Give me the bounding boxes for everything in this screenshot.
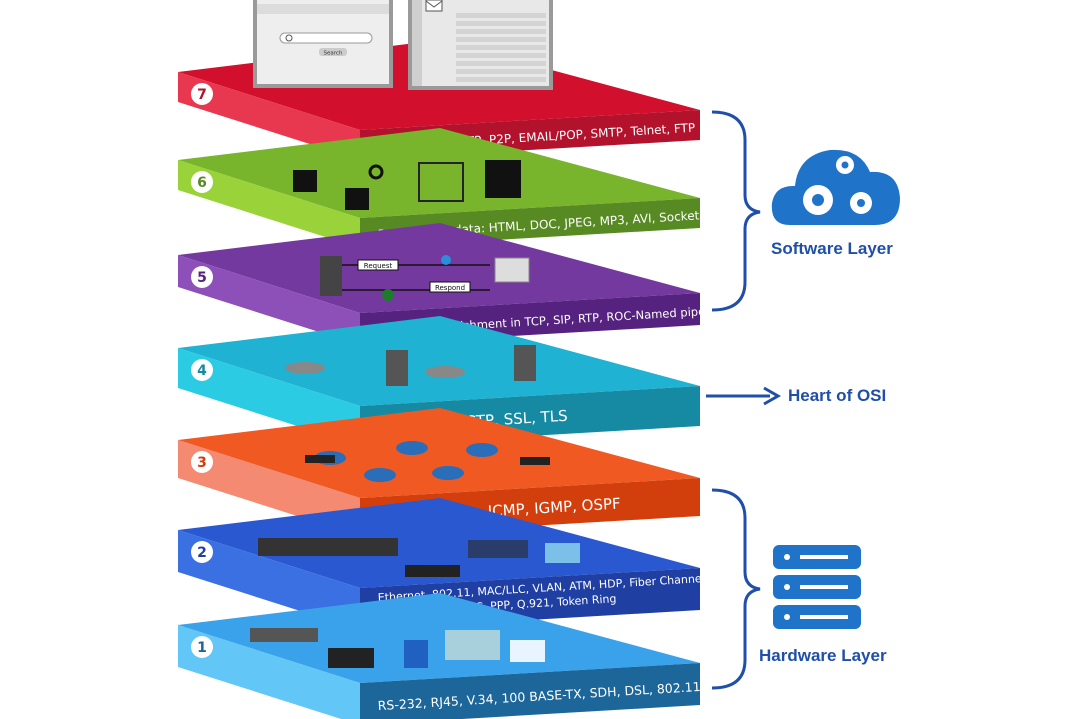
- media-converter-icon: [328, 648, 374, 668]
- network-switch-icon: [258, 538, 398, 556]
- layer-number-badge: [191, 266, 213, 288]
- heart-of-osi-label: Heart of OSI: [788, 386, 887, 405]
- layer-left-face: [178, 255, 360, 345]
- layer-number-badge: [191, 451, 213, 473]
- server-icon: [320, 256, 342, 296]
- router-icon: [364, 468, 396, 482]
- padlock-icon: [293, 170, 317, 192]
- server-stack-icon: [773, 545, 861, 629]
- arrow-right-icon: [706, 386, 782, 406]
- layer-right-face: [360, 663, 700, 719]
- layer-number-badge: [191, 83, 213, 105]
- request-tag: [357, 259, 399, 271]
- layer-left-face: [178, 530, 360, 630]
- checkmark-icon: [382, 289, 394, 301]
- layer-left-face: [178, 72, 360, 160]
- layer-number-badge: [191, 541, 213, 563]
- software-brace: [711, 110, 761, 312]
- layer-number: 7: [197, 87, 207, 103]
- layer-number: 6: [197, 175, 207, 191]
- layer-top-face: [178, 223, 700, 313]
- layer-number: 5: [197, 270, 207, 286]
- wifi-router-icon: [405, 565, 460, 577]
- layer-left-face: [178, 625, 360, 719]
- fiber-connector-icon: [404, 640, 428, 668]
- layer-left-face: [178, 348, 360, 446]
- ethernet-switch-icon: [250, 628, 318, 642]
- layer-number: 4: [197, 363, 207, 379]
- layer-top-face: [178, 593, 700, 683]
- layer-number: 1: [197, 640, 207, 656]
- router-icon: [432, 466, 464, 480]
- layer-top-face: [178, 128, 700, 218]
- layer-number: 3: [197, 455, 207, 471]
- serial-connector-icon: [445, 630, 500, 660]
- laptop-icon: [494, 257, 530, 283]
- layer-1: 1RS-232, RJ45, V.34, 100 BASE-TX, SDH, D…: [178, 593, 701, 719]
- wifi-router-icon: [520, 457, 550, 465]
- media-document-icon: [418, 162, 464, 202]
- wifi-router-icon: [305, 455, 335, 463]
- server-icon: [514, 345, 536, 381]
- hardware-brace: [711, 488, 761, 690]
- media-converter-icon: [468, 540, 528, 558]
- layer-number-badge: [191, 636, 213, 658]
- workstation-icon: [425, 366, 465, 378]
- rj45-connector-icon: [510, 640, 545, 662]
- layer-top-face: [178, 316, 700, 406]
- respond-label: Respond: [435, 284, 465, 292]
- key-icon: [368, 164, 384, 180]
- compress-file-icon: [485, 160, 521, 198]
- router-icon: [396, 441, 428, 455]
- workstation-icon: [285, 362, 325, 374]
- layer-number-badge: [191, 359, 213, 381]
- layer-top-face: [178, 408, 700, 498]
- hardware-layer-label: Hardware Layer: [759, 646, 887, 665]
- layer-number-badge: [191, 171, 213, 193]
- layer-left-face: [178, 160, 360, 248]
- cloud-gears-icon: [771, 149, 900, 225]
- layer-left-face: [178, 440, 360, 536]
- server-icon: [386, 350, 408, 386]
- router-icon: [466, 443, 498, 457]
- email-mockup-icon: [408, 0, 553, 90]
- layer-number: 2: [197, 545, 207, 561]
- lock-badge-icon: [441, 255, 451, 265]
- request-label: Request: [364, 262, 393, 270]
- unlocked-padlock-icon: [345, 188, 369, 210]
- respond-tag: [429, 281, 471, 293]
- browser-mockup-icon: Search: [253, 0, 393, 88]
- search-button-label: Search: [324, 51, 343, 57]
- layer-top-face: [178, 498, 700, 588]
- switch-module-icon: [545, 543, 580, 563]
- software-layer-label: Software Layer: [771, 239, 893, 258]
